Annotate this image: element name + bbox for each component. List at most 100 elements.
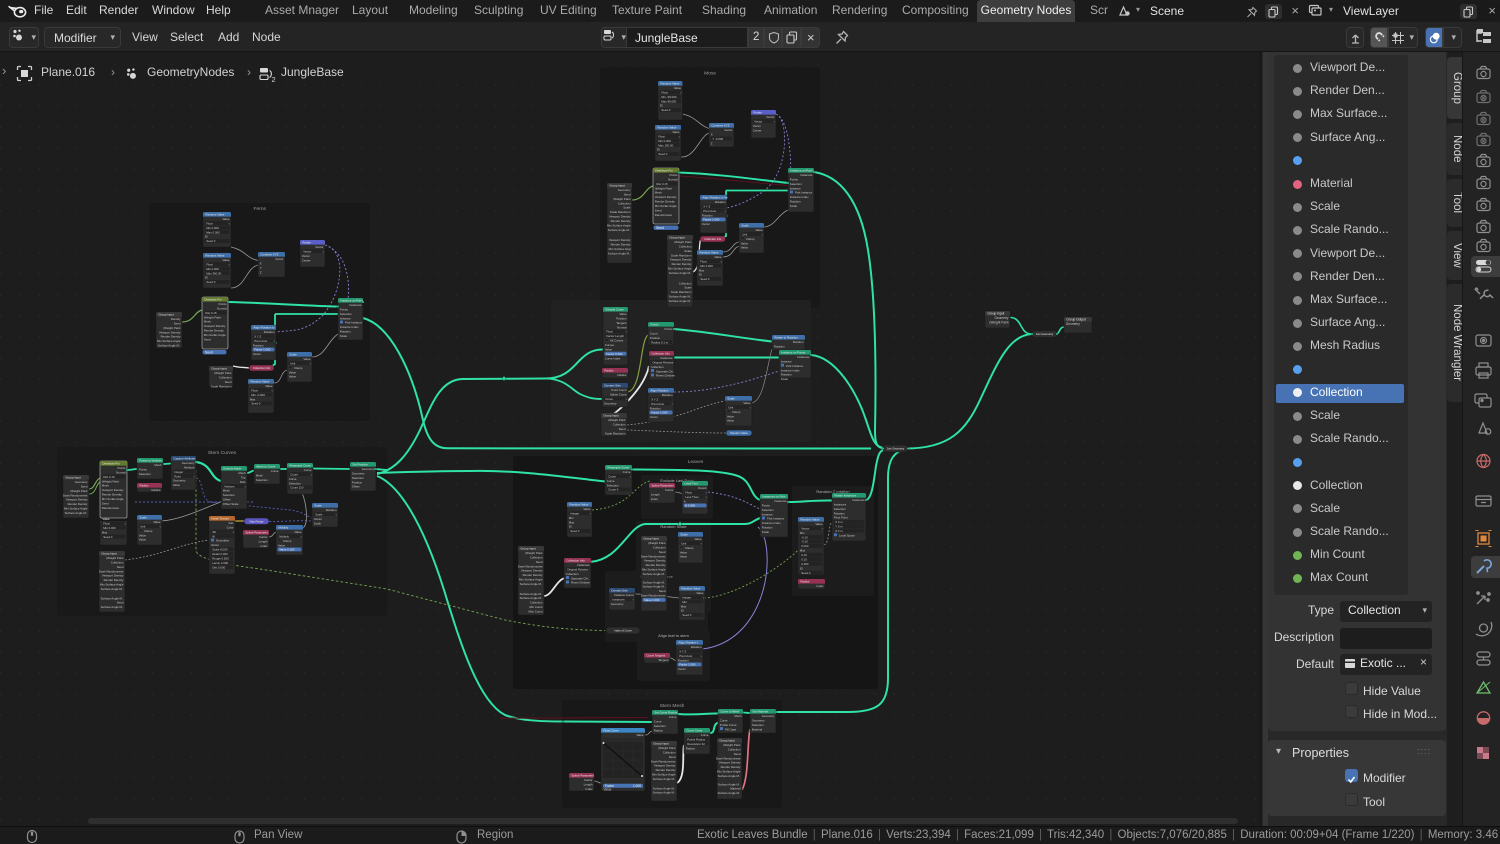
svg-text:v: v — [774, 119, 776, 123]
svg-text:Curve: Curve — [701, 733, 709, 737]
svg-text:Surface Angle M..: Surface Angle M.. — [643, 572, 666, 576]
svg-text:Value: Value — [636, 733, 644, 737]
svg-text:Value: Value — [289, 370, 297, 374]
svg-text:Surface Angle M..: Surface Angle M.. — [520, 582, 543, 586]
svg-text:Dash Randomness: Dash Randomness — [641, 554, 666, 558]
svg-text:Count: Count — [650, 331, 658, 335]
svg-text:Rotation: Rotation — [326, 508, 337, 512]
svg-text:Y: Y — [260, 266, 262, 270]
svg-text:Selection: Selection — [762, 508, 774, 512]
svg-text:Random Value: Random Value — [699, 250, 718, 254]
svg-text:Points: Points — [669, 173, 678, 177]
svg-text:v: v — [750, 405, 752, 409]
svg-text:Reset Children: Reset Children — [656, 374, 676, 378]
svg-text:Center: Center — [753, 128, 762, 132]
svg-text:Rotation: Rotation — [264, 330, 275, 334]
svg-text:Value 1.000: Value 1.000 — [644, 598, 660, 602]
svg-text:Viewport Density: Viewport Density — [102, 488, 124, 492]
svg-text:Original Relative: Original Relative — [567, 567, 589, 571]
svg-text:Value 0.100: Value 0.100 — [279, 548, 295, 552]
svg-text:Less Than: Less Than — [685, 495, 699, 499]
svg-text:Unit: Unit — [742, 232, 747, 236]
svg-text:Vector: Vector — [303, 249, 311, 253]
svg-text:Group Input: Group Input — [987, 311, 1004, 315]
svg-text:Surface Angle M..: Surface Angle M.. — [669, 295, 692, 299]
svg-text:Pivot Auto: Pivot Auto — [679, 654, 692, 658]
svg-text:v: v — [311, 472, 313, 476]
svg-text:Viewport Density: Viewport Density — [609, 215, 631, 219]
svg-text:Index: Index — [260, 544, 268, 548]
svg-text:Surface Angle M..: Surface Angle M.. — [653, 791, 676, 795]
svg-text:Tangent: Tangent — [658, 658, 668, 662]
svg-text:Collection: Collection — [613, 422, 626, 426]
svg-text:Randomness: Randomness — [102, 506, 120, 510]
svg-text:Spline Parameter: Spline Parameter — [571, 773, 593, 777]
svg-text:Collection: Collection — [663, 750, 676, 754]
svg-text:Value: Value — [755, 228, 763, 232]
svg-text:-0.10: -0.10 — [801, 535, 808, 539]
svg-text:Extrude Mesh: Extrude Mesh — [223, 466, 241, 470]
svg-text:Render Density: Render Density — [204, 329, 224, 333]
svg-text:Instances: Instances — [800, 173, 813, 177]
svg-text:Points to Vertices: Points to Vertices — [139, 458, 162, 462]
svg-text:Scale: Scale — [289, 352, 297, 356]
svg-text:Curve: Curve — [289, 477, 297, 481]
svg-text:Normal: Normal — [116, 470, 126, 474]
svg-text:Scale 8.000: Scale 8.000 — [212, 548, 228, 552]
svg-text:Vertices: Vertices — [224, 484, 235, 488]
svg-text:Radius: Radius — [686, 746, 696, 750]
svg-text:A: A — [684, 499, 686, 503]
svg-text:Vector: Vector — [766, 115, 774, 119]
svg-text:Max: Max — [699, 268, 705, 272]
svg-text:Seed: Seed — [655, 209, 662, 213]
svg-text:Radius: Radius — [152, 488, 162, 492]
svg-text:Value: Value — [694, 537, 702, 541]
svg-text:Group Input: Group Input — [158, 312, 173, 316]
svg-text:Align Rotation to: Align Rotation to — [253, 325, 275, 329]
svg-text:Rotation: Rotation — [781, 373, 792, 377]
svg-text:Factor 1.000: Factor 1.000 — [679, 663, 696, 667]
svg-text:v: v — [301, 534, 303, 538]
svg-text:Align Rotation t: Align Rotation t — [678, 640, 698, 644]
svg-text:v: v — [233, 530, 235, 534]
svg-text:Curve Index: Curve Index — [605, 356, 621, 360]
svg-text:Selection: Selection — [752, 723, 764, 727]
svg-text:Instance Index: Instance Index — [762, 521, 781, 525]
svg-text:Scale: Scale — [139, 515, 147, 519]
svg-text:Radius 0.1 m: Radius 0.1 m — [651, 340, 669, 344]
svg-text:Set Curve Radius: Set Curve Radius — [654, 710, 677, 714]
svg-text:Length: Length — [651, 492, 660, 496]
svg-text:Vector: Vector — [315, 245, 323, 249]
svg-text:Dash Randomness: Dash Randomness — [63, 493, 88, 497]
svg-text:Normal: Normal — [217, 306, 227, 310]
svg-text:Viewport Density: Viewport Density — [654, 764, 676, 768]
svg-text:Radius: Radius — [800, 579, 810, 583]
svg-text:Value: Value — [741, 241, 749, 245]
svg-text:Rotation: Rotation — [702, 213, 713, 217]
svg-text:Render Density: Render Density — [721, 765, 741, 769]
svg-text:Leaves: Leaves — [688, 459, 704, 465]
svg-text:Float: Float — [700, 259, 707, 263]
svg-text:Factor: Factor — [665, 488, 673, 492]
svg-text:Geometry: Geometry — [362, 467, 375, 471]
svg-text:v: v — [672, 402, 674, 406]
svg-text:Viewport Density: Viewport Density — [609, 238, 631, 242]
svg-text:Separate Chi..: Separate Chi.. — [656, 369, 675, 373]
svg-text:Factor 1.000: Factor 1.000 — [254, 348, 271, 352]
svg-text:Render Density: Render Density — [104, 578, 124, 582]
svg-text:Sample Curve: Sample Curve — [605, 307, 624, 311]
svg-text:Group Input: Group Input — [603, 413, 618, 417]
svg-text:Z: Z — [711, 141, 713, 145]
svg-text:ID: ID — [657, 148, 660, 152]
svg-text:Rotation: Rotation — [650, 406, 661, 410]
svg-text:Spline Count: Spline Count — [610, 392, 627, 396]
svg-text:Value: Value — [605, 348, 613, 352]
svg-text:Scale Randomn: Scale Randomn — [211, 384, 232, 388]
svg-text:0.283: 0.283 — [801, 562, 809, 566]
svg-text:Color: Color — [227, 525, 234, 529]
svg-text:Min Surfac Angle: Min Surfac Angle — [655, 204, 677, 208]
svg-text:Seed: Seed — [102, 502, 109, 506]
svg-text:Surface Angle M..: Surface Angle M.. — [643, 580, 666, 584]
svg-text:Value: Value — [102, 517, 110, 521]
svg-text:Render Density: Render Density — [102, 493, 122, 497]
